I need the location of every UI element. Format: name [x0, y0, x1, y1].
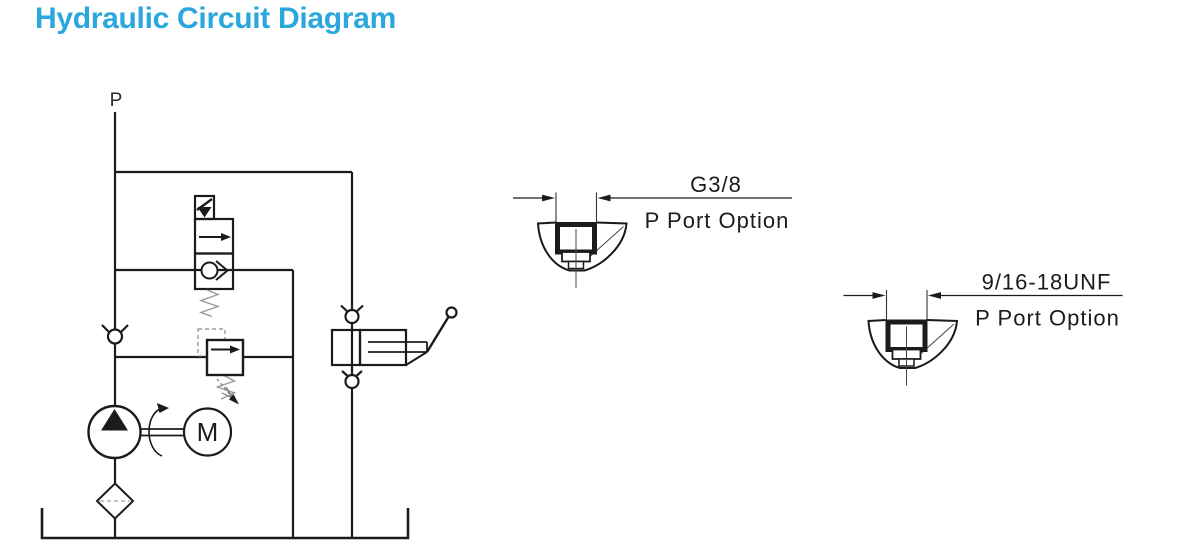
- port-cross-section-icon: [513, 193, 792, 289]
- relief-valve-icon: [197, 328, 245, 405]
- check-valve-icon: [344, 373, 360, 390]
- port-option-label: P Port Option: [975, 306, 1120, 331]
- hydraulic-circuit: P: [40, 90, 458, 540]
- filter-icon: [95, 482, 135, 520]
- spring-icon: [198, 289, 221, 318]
- port-size-label: G3/8: [690, 172, 742, 197]
- spring-icon: [215, 374, 237, 400]
- rotation-arrow-icon: [148, 408, 163, 457]
- port-diagram-unf: 9/16-18UNF P Port Option: [844, 270, 1123, 386]
- lever-icon: [425, 315, 451, 353]
- port-diagram-g38: G3/8 P Port Option: [513, 172, 792, 288]
- coupling-shaft-icon: [140, 403, 184, 457]
- port-cross-section-icon: [844, 290, 1123, 386]
- reservoir-icon: [40, 508, 410, 540]
- hand-pump-icon: [330, 304, 458, 390]
- pilot-box-icon: [197, 328, 226, 357]
- pump-icon: [87, 404, 142, 460]
- motor-label: M: [197, 417, 219, 447]
- check-valve-icon: [101, 324, 129, 345]
- port-size-label: 9/16-18UNF: [982, 270, 1112, 295]
- port-option-label: P Port Option: [645, 208, 790, 233]
- solenoid-valve-icon: [193, 194, 235, 318]
- circuit-lines: [113, 112, 354, 538]
- page-title: Hydraulic Circuit Diagram: [35, 2, 396, 35]
- check-valve-icon: [344, 308, 360, 325]
- pressure-port-label: P: [110, 90, 123, 111]
- lever-knob-icon: [445, 306, 458, 319]
- motor-icon: M: [182, 407, 233, 457]
